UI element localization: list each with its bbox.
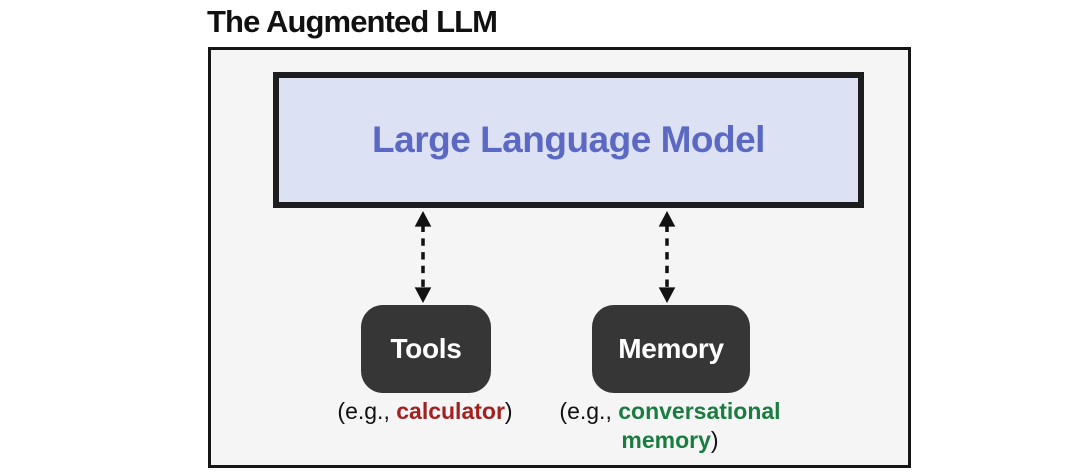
memory-node-label: Memory <box>618 333 724 364</box>
tools-caption-suffix: ) <box>504 398 513 424</box>
tools-node-label: Tools <box>390 333 462 364</box>
llm-tools-connector-arrow <box>414 211 432 303</box>
memory-node: Memory <box>592 305 750 393</box>
tools-caption: (e.g., calculator) <box>327 397 523 426</box>
arrowhead-up-icon <box>658 211 676 227</box>
llm-node-label: Large Language Model <box>372 119 765 160</box>
memory-caption-prefix: (e.g., <box>559 398 619 424</box>
tools-node: Tools <box>361 305 491 393</box>
arrowhead-down-icon <box>414 287 432 303</box>
diagram-title: The Augmented LLM <box>207 4 498 39</box>
tools-caption-highlight: calculator <box>396 398 505 424</box>
memory-caption: (e.g., conversational memory) <box>547 397 793 455</box>
arrowhead-down-icon <box>658 287 676 303</box>
arrowhead-up-icon <box>414 211 432 227</box>
llm-memory-connector-arrow <box>658 211 676 303</box>
memory-caption-suffix: ) <box>710 426 719 453</box>
memory-caption-highlight: conversational memory <box>618 398 781 453</box>
tools-caption-prefix: (e.g., <box>337 398 397 424</box>
llm-node: Large Language Model <box>273 72 864 208</box>
